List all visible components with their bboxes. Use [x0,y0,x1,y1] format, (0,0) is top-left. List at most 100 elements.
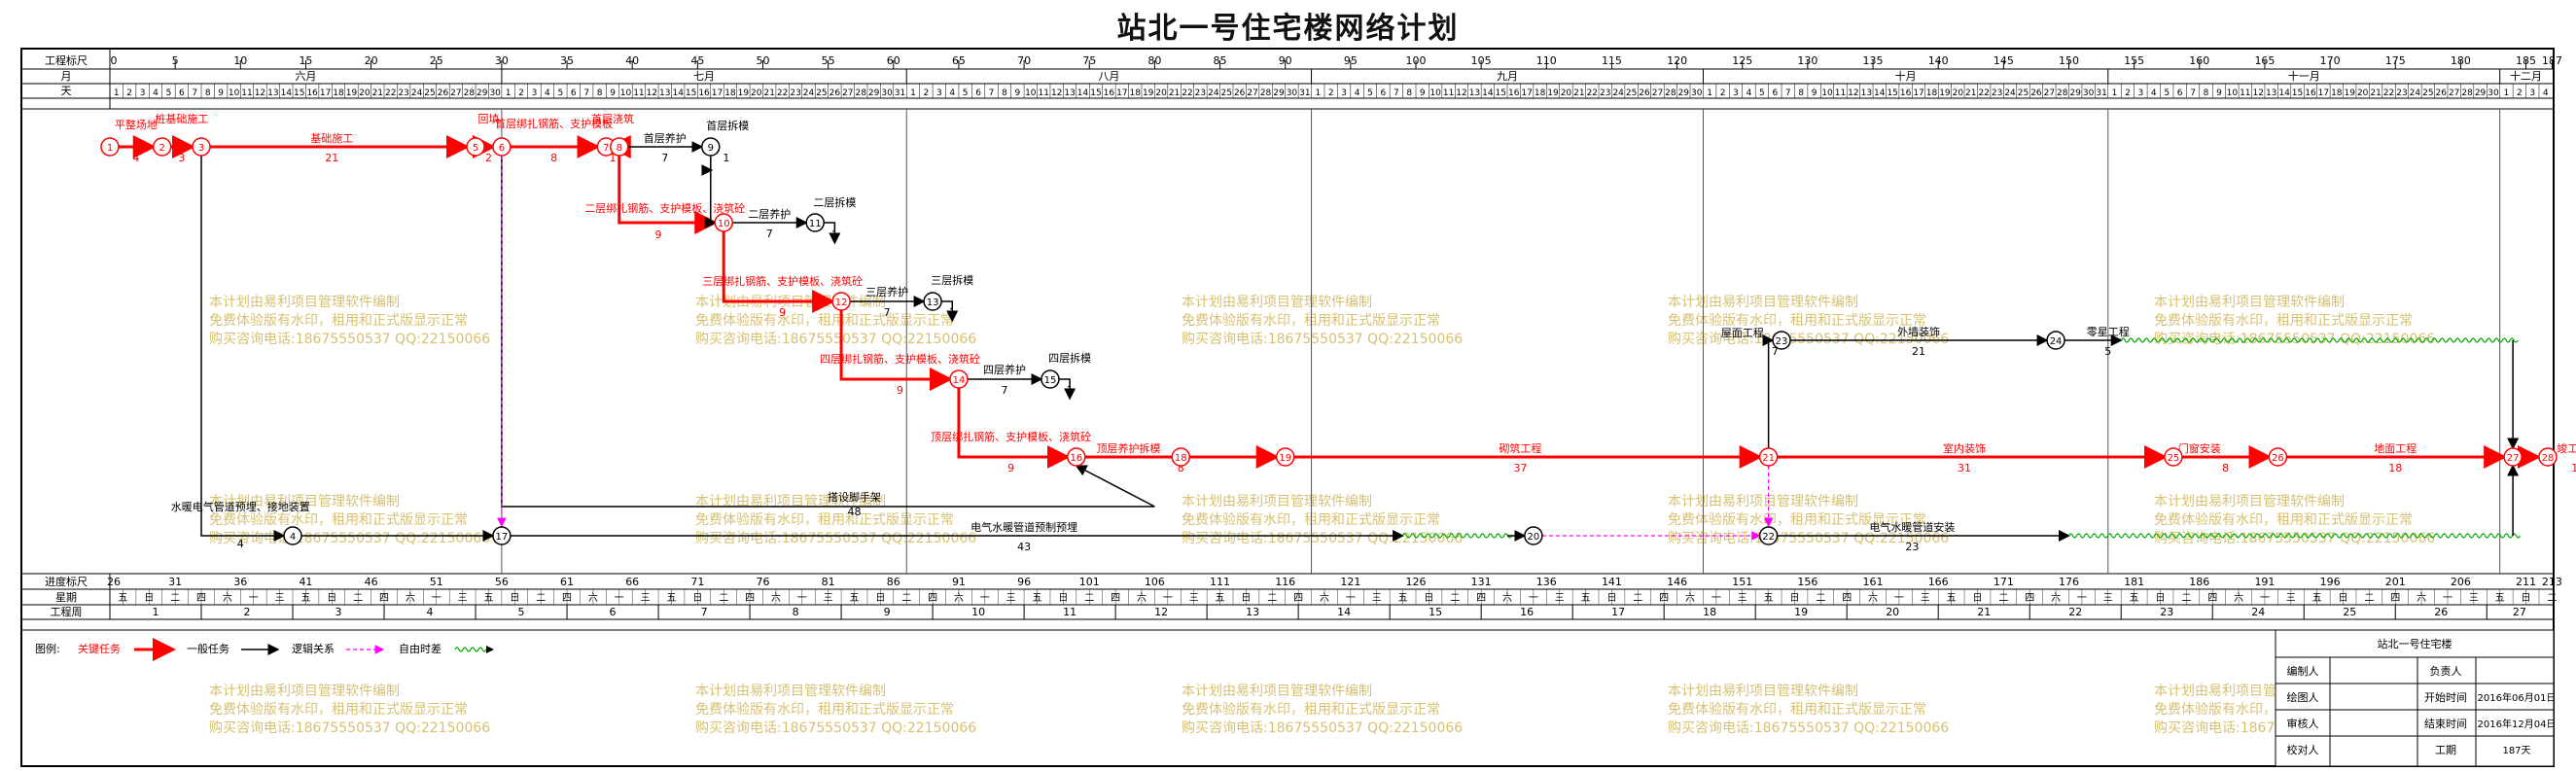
week-cell: 23 [2160,606,2173,618]
weekday-cell: 二 [1633,593,1642,604]
node-circle [100,137,120,157]
day-cell: 15 [2292,88,2303,98]
day-cell: 26 [1234,88,1246,98]
node-circle [610,137,629,157]
day-cell: 30 [2488,88,2499,98]
day-cell: 24 [1612,88,1624,98]
info-right-value: 187天 [2502,746,2530,756]
day-cell: 21 [372,88,383,98]
weekday-cell: 日 [1424,593,1433,604]
bottom-scale-tick: 176 [2059,576,2079,588]
day-cell: 17 [1521,88,1532,98]
task-name: 首层绑扎钢筋、支护模板 [495,117,613,130]
watermark-line: 本计划由易利项目管理软件编制 [695,494,886,509]
day-cell: 13 [1861,88,1872,98]
watermark-line: 购买咨询电话:18675550537 QQ:22150066 [2154,531,2435,546]
bottom-scale-tick: 51 [430,576,443,588]
legend-critical-label: 关键任务 [78,642,121,655]
bottom-scale-tick: 121 [1340,576,1360,588]
node-label: 18 [1175,453,1187,464]
weekday-cell: 六 [2234,592,2243,604]
top-scale-label: 工程标尺 [45,53,88,67]
weekday-cell: 四 [928,593,937,604]
weekday-cell: 三 [1006,593,1016,604]
node-circle [831,292,851,311]
task-arrow [722,231,836,313]
node-circle [949,369,969,389]
month-cell: 十一月 [2288,69,2320,83]
weekday-cell: 五 [2312,593,2322,604]
bottom-scale-tick: 26 [107,576,121,588]
day-cell: 18 [724,88,736,98]
day-cell: 19 [1143,88,1154,98]
bottom-scale-tick: 106 [1145,576,1165,588]
day-cell: 24 [803,88,815,98]
week-cell: 21 [1977,606,1991,618]
day-cell: 10 [1821,88,1833,98]
day-cell: 4 [2151,88,2157,98]
watermark-line: 免费体验版有水印，租用和正式版显示正常 [2154,313,2413,329]
month-cell: 九月 [1497,70,1518,83]
task-name: 电气水暖管道安装 [1869,520,1955,534]
task-duration: 4 [237,538,244,550]
bottom-scale-tick: 136 [1536,576,1557,588]
day-cell: 17 [712,88,723,98]
weekday-cell: 五 [1398,593,1408,604]
task-arrow [704,156,717,228]
task-arrow [501,156,1155,508]
legend-float-label: 自由时差 [399,642,441,655]
day-cell: 15 [1090,88,1101,98]
watermark-line: 免费体验版有水印，租用和正式版显示正常 [695,313,954,329]
watermark-line: 免费体验版有水印，租用和正式版显示正常 [695,512,954,528]
weekday-cell: 一 [2443,593,2452,604]
task-duration: 18 [2388,462,2402,474]
day-cell: 6 [1381,88,1387,98]
task-duration: 31 [1958,462,1971,474]
day-cell: 30 [881,88,893,98]
weekday-cell: 一 [249,593,259,604]
day-cell: 2 [924,88,930,98]
node-circle [2503,447,2523,467]
task-duration: 3 [178,152,185,164]
node-circle [2164,447,2183,467]
day-cell: 13 [1469,88,1480,98]
weekday-cell: 五 [1216,593,1225,604]
day-cell: 23 [1600,88,1610,98]
day-cell: 13 [267,88,278,98]
week-cell: 3 [335,606,342,618]
month-label: 月 [61,70,72,83]
day-cell: 5 [2164,88,2170,98]
watermark-line: 购买咨询电话:18675550537 QQ:22150066 [1182,720,1463,736]
day-cell: 5 [166,88,172,98]
info-right-label: 开始时间 [2424,690,2467,704]
day-cell: 12 [1051,88,1062,98]
bottom-scale-tick: 146 [1667,576,1687,588]
day-cell: 21 [2370,88,2381,98]
watermark-line: 免费体验版有水印，租用和正式版显示正常 [209,313,468,329]
node-circle [192,137,211,157]
task-name: 三层养护 [865,285,908,298]
bottom-scale-tick: 156 [1797,576,1817,588]
day-cell: 20 [1953,88,1964,98]
day-cell: 16 [1508,88,1520,98]
week-cell: 19 [1794,606,1808,618]
weekday-cell: 六 [2051,592,2061,604]
week-cell: 27 [2513,606,2526,618]
weekday-cell: 六 [1137,592,1147,604]
bottom-scale-tick: 81 [822,576,835,588]
page-title: 站北一号住宅楼网络计划 [1116,12,1460,46]
task-duration: 9 [655,228,662,241]
weekday-cell: 六 [771,592,781,604]
day-cell: 24 [2410,88,2421,98]
day-cell: 25 [2422,88,2433,98]
node-circle [1171,447,1191,467]
watermark-line: 本计划由易利项目管理软件编制 [1182,684,1372,699]
task-duration: 21 [1912,345,1925,358]
watermark-line: 本计划由易利项目管理软件编制 [1182,295,1372,310]
bottom-scale-tick: 141 [1602,576,1622,588]
day-cell: 3 [936,88,942,98]
task-name: 三层绑扎钢筋、支护模板、浇筑砼 [702,274,863,288]
task-name: 桩基础施工 [155,112,208,125]
day-cell: 1 [2504,88,2510,98]
